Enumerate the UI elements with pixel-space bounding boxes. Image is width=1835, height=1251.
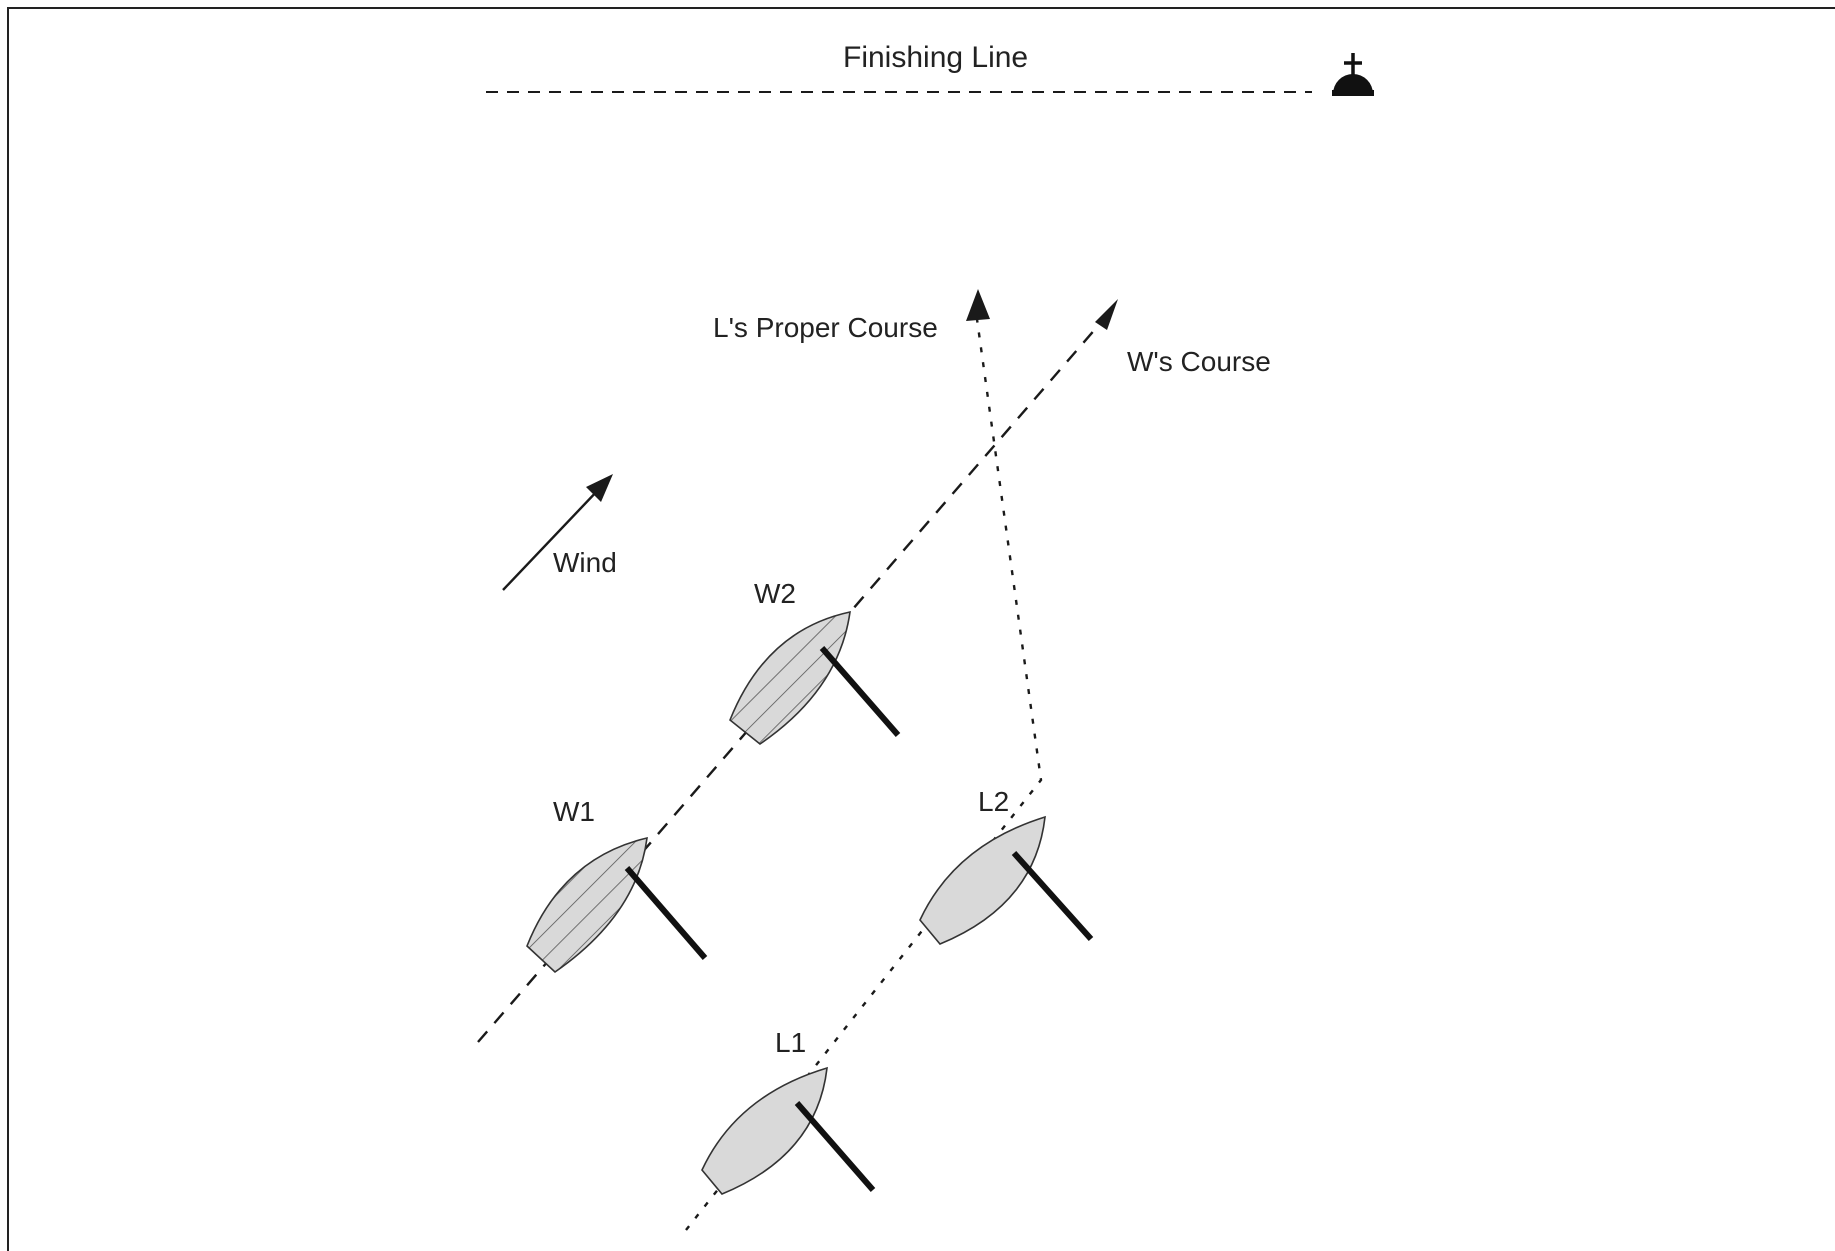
wind-arrow-shaft <box>502 487 601 591</box>
w-course-arrowhead <box>1095 299 1118 330</box>
buoy-with-cross-icon <box>1332 53 1374 96</box>
wind-label: Wind <box>553 547 617 578</box>
boat-l2 <box>919 815 1094 945</box>
w-course-label: W's Course <box>1127 346 1271 377</box>
boat-w1-boom <box>624 866 708 960</box>
boat-l2-label: L2 <box>978 786 1009 817</box>
boat-l2-boom <box>1011 850 1094 942</box>
finishing-line-label: Finishing Line <box>843 41 1028 74</box>
boat-l1 <box>701 1066 876 1195</box>
l-proper-course-label: L's Proper Course <box>713 312 938 343</box>
boat-w2-boom <box>819 646 901 737</box>
l-course-line <box>685 311 1043 1231</box>
boat-l1-label: L1 <box>775 1027 806 1058</box>
wind-arrow-head <box>586 474 613 502</box>
boat-l1-boom <box>794 1101 876 1192</box>
diagram-frame <box>7 7 1835 1251</box>
boat-w2-label: W2 <box>754 578 796 609</box>
boat-w1-label: W1 <box>553 796 595 827</box>
boat-w2 <box>729 610 901 745</box>
l-course-arrowhead <box>966 289 990 321</box>
boat-w1 <box>526 836 708 974</box>
